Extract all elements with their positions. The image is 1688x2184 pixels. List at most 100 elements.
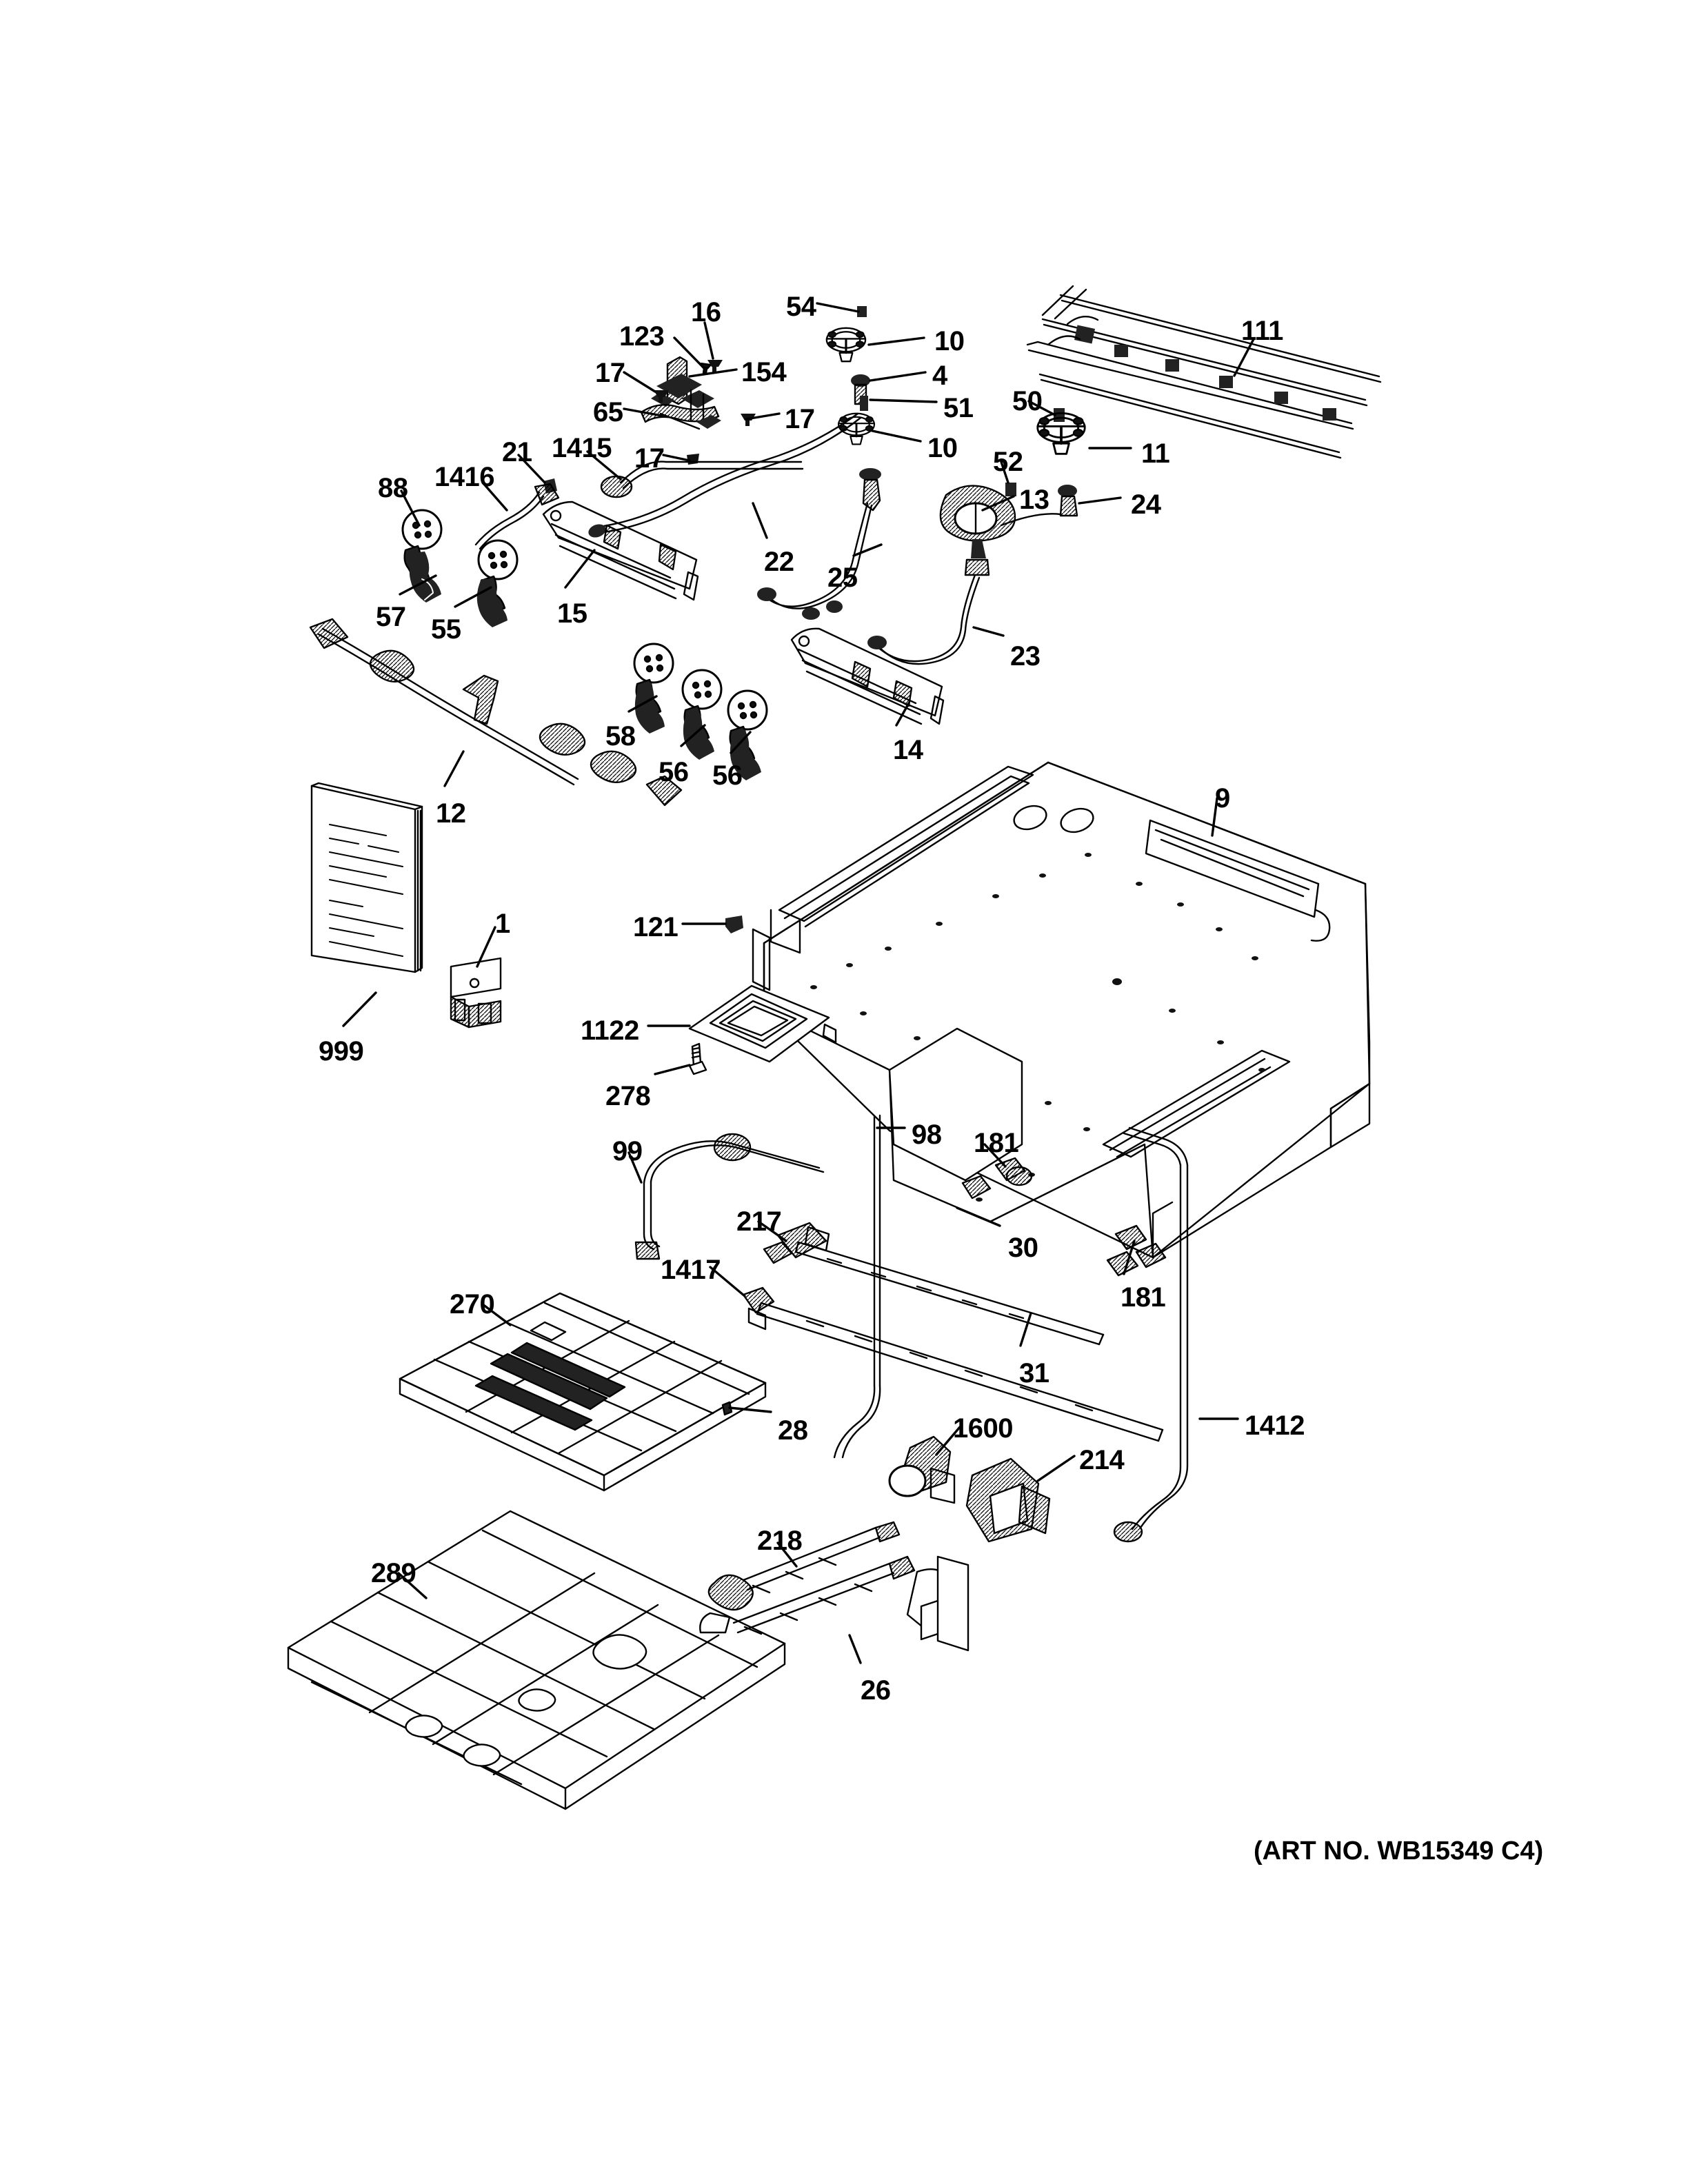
leader-line-50 bbox=[1027, 400, 1056, 416]
callout-1412: 1412 bbox=[1245, 1410, 1305, 1441]
callout-28: 28 bbox=[778, 1415, 808, 1446]
leader-line-15 bbox=[564, 549, 596, 589]
callout-121: 121 bbox=[633, 912, 679, 942]
leader-line-54 bbox=[816, 302, 860, 313]
leader-line-58 bbox=[627, 695, 658, 713]
leader-line-999 bbox=[342, 991, 377, 1027]
callout-21: 21 bbox=[502, 437, 532, 467]
callout-17: 17 bbox=[595, 358, 625, 388]
leader-line-217 bbox=[757, 1220, 787, 1242]
leader-line-1415 bbox=[586, 450, 622, 481]
leader-line-123 bbox=[673, 336, 705, 369]
leader-line-21 bbox=[517, 454, 546, 484]
callout-181: 181 bbox=[974, 1128, 1019, 1158]
callout-9: 9 bbox=[1215, 783, 1230, 813]
leader-line-99 bbox=[627, 1151, 643, 1184]
callout-26: 26 bbox=[861, 1675, 891, 1706]
part-52-screw bbox=[1005, 483, 1016, 496]
part-31-manifold-pipe bbox=[756, 1302, 1164, 1442]
part-1417-fitting bbox=[742, 1286, 775, 1331]
part-1-spark-module bbox=[450, 957, 502, 1029]
part-51-screw bbox=[860, 396, 868, 411]
callout-17: 17 bbox=[785, 404, 815, 434]
callout-4: 4 bbox=[932, 361, 947, 391]
leader-line-17 bbox=[745, 412, 781, 421]
leader-line-28 bbox=[728, 1406, 772, 1413]
part-278-screw bbox=[688, 1042, 707, 1075]
callout-1415: 1415 bbox=[552, 433, 612, 463]
leader-line-12 bbox=[443, 750, 465, 787]
leader-line-1417 bbox=[709, 1266, 746, 1297]
callout-17: 17 bbox=[634, 443, 665, 474]
leader-line-278 bbox=[654, 1064, 691, 1075]
callout-123: 123 bbox=[619, 321, 665, 352]
leader-line-214 bbox=[1036, 1455, 1076, 1482]
leader-line-65 bbox=[623, 407, 663, 417]
callout-270: 270 bbox=[450, 1289, 495, 1320]
callout-289: 289 bbox=[371, 1558, 416, 1588]
callout-10: 10 bbox=[934, 326, 965, 356]
callout-999: 999 bbox=[319, 1036, 364, 1066]
leader-line-154 bbox=[688, 368, 738, 378]
leader-line-52 bbox=[1000, 461, 1009, 484]
callout-154: 154 bbox=[741, 357, 787, 387]
part-12-wire-harness bbox=[309, 618, 683, 807]
leader-line-181 bbox=[983, 1143, 1007, 1168]
callout-56: 56 bbox=[712, 760, 743, 791]
callout-15: 15 bbox=[557, 598, 587, 629]
part-1415-tube bbox=[600, 461, 804, 498]
part-218-oven-burner-tube bbox=[707, 1521, 901, 1611]
callout-24: 24 bbox=[1131, 489, 1161, 520]
callout-23: 23 bbox=[1010, 641, 1041, 671]
callout-51: 51 bbox=[943, 393, 974, 423]
callout-58: 58 bbox=[605, 721, 636, 751]
part-154-switch-bracket bbox=[640, 356, 721, 430]
leader-line-22 bbox=[752, 502, 768, 539]
callout-30: 30 bbox=[1008, 1233, 1038, 1263]
leader-line-270 bbox=[481, 1303, 512, 1326]
leader-line-10 bbox=[871, 429, 922, 443]
part-1416-tube bbox=[474, 483, 560, 550]
part-217-valve bbox=[763, 1222, 830, 1264]
callout-31: 31 bbox=[1019, 1358, 1049, 1388]
callout-1: 1 bbox=[495, 909, 510, 939]
part-56-lead-b bbox=[730, 729, 761, 780]
leader-line-1600 bbox=[935, 1426, 961, 1456]
callout-12: 12 bbox=[436, 798, 466, 829]
part-26-burner-body bbox=[906, 1555, 969, 1652]
part-15-burner-box-left bbox=[542, 501, 699, 601]
callout-54: 54 bbox=[786, 292, 816, 322]
callout-217: 217 bbox=[736, 1206, 782, 1237]
callout-25: 25 bbox=[827, 563, 858, 593]
leader-line-23 bbox=[972, 626, 1005, 637]
part-99-gas-inlet-tube bbox=[634, 1133, 825, 1260]
leader-line-26 bbox=[848, 1634, 862, 1664]
art-number-note: (ART NO. WB15349 C4) bbox=[1254, 1837, 1544, 1866]
leader-line-56 bbox=[730, 731, 752, 754]
part-23-gas-tube bbox=[826, 574, 981, 665]
part-111-tube-rail bbox=[1026, 285, 1382, 459]
part-58-lead bbox=[634, 682, 665, 734]
leader-line-57 bbox=[399, 574, 437, 596]
part-14-burner-box-right bbox=[790, 627, 945, 725]
leader-line-51 bbox=[869, 398, 938, 403]
leader-line-13 bbox=[981, 495, 1015, 512]
leader-line-1 bbox=[476, 926, 496, 968]
part-17-screw-a bbox=[654, 390, 669, 403]
callout-56: 56 bbox=[659, 757, 689, 787]
leader-line-14 bbox=[895, 702, 910, 727]
part-4-orifice bbox=[851, 374, 870, 405]
part-54-screw bbox=[857, 306, 867, 317]
leader-line-16 bbox=[703, 321, 714, 360]
callout-14: 14 bbox=[893, 735, 923, 765]
leader-line-9 bbox=[1211, 797, 1218, 837]
part-28-screw bbox=[721, 1401, 733, 1416]
callout-52: 52 bbox=[993, 447, 1023, 477]
callout-99: 99 bbox=[612, 1136, 643, 1166]
callout-111: 111 bbox=[1241, 316, 1283, 346]
callout-88: 88 bbox=[378, 473, 408, 503]
part-25-gas-tube bbox=[757, 502, 873, 620]
leader-line-25 bbox=[852, 543, 883, 557]
callout-1416: 1416 bbox=[434, 462, 494, 492]
